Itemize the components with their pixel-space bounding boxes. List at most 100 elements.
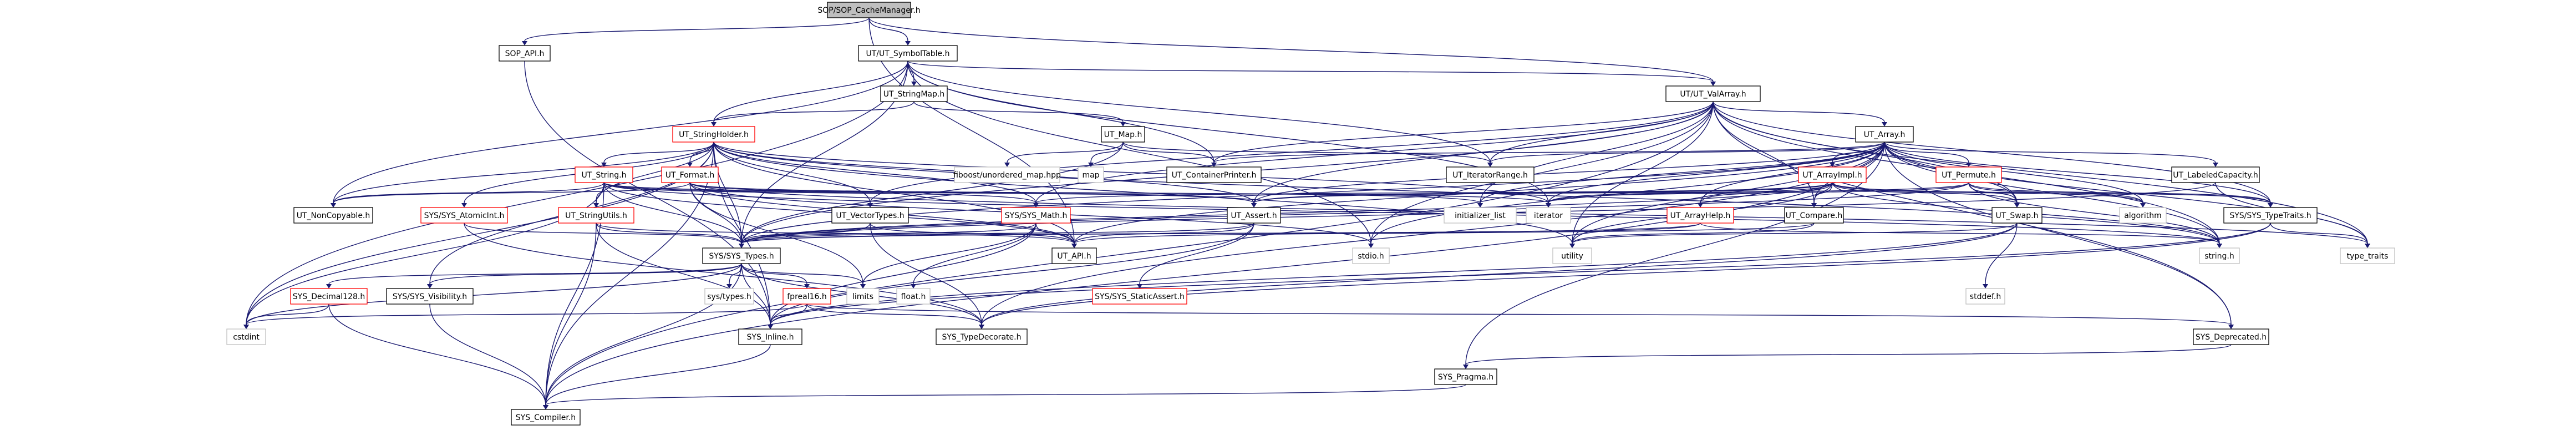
node-label: limits [852,292,873,301]
node-arrayhelp[interactable]: UT_ArrayHelp.h [1666,207,1734,224]
edge-utmap-to-iterrange [1122,141,1493,167]
node-swap[interactable]: UT_Swap.h [1991,207,2042,224]
node-sop_api[interactable]: SOP_API.h [499,45,551,62]
node-label: UT/UT_ValArray.h [1680,90,1746,99]
edge-inline-to-compiler [543,344,771,409]
node-systypes[interactable]: SYS/SYS_Types.h [702,247,781,264]
node-stdio: stdio.h [1352,247,1390,264]
node-utapi[interactable]: UT_API.h [1051,247,1097,264]
edge-strutils-to-compiler [543,222,597,409]
node-contprinter[interactable]: UT_ContainerPrinter.h [1166,166,1262,183]
edge-utarray-to-iterrange [1487,141,1885,167]
node-label: cstdint [233,333,260,342]
edge-root-to-symtab [868,17,911,45]
node-fpreal16[interactable]: fpreal16.h [783,288,831,305]
node-limits: limits [846,288,880,305]
node-permute[interactable]: UT_Permute.h [1935,166,2002,183]
node-symtab[interactable]: UT/UT_SymbolTable.h [858,45,958,62]
edge-arrayhelp-to-utapi [1071,222,1701,248]
node-label: UT_ArrayHelp.h [1670,211,1731,220]
node-utmap[interactable]: UT_Map.h [1101,126,1145,143]
node-label: iterator [1534,211,1563,220]
node-label: SYS/SYS_Types.h [709,252,774,261]
edge-systypes-to-limits [741,263,866,289]
edge-decimal128-to-cstdint [243,304,329,329]
edge-utformat-to-noncopy [331,182,690,208]
node-utility: utility [1552,247,1592,264]
node-typedecorate[interactable]: SYS_TypeDecorate.h [936,328,1028,345]
node-vectypes[interactable]: UT_VectorTypes.h [831,207,909,224]
node-staticassert[interactable]: SYS/SYS_StaticAssert.h [1092,288,1187,305]
node-label: SYS_Inline.h [747,333,794,342]
edge-atomicint-to-typedecorate [464,222,984,329]
node-utarray[interactable]: UT_Array.h [1855,126,1914,143]
edge-swap-to-inline [768,222,2018,329]
node-label: UT_StringUtils.h [565,211,627,220]
edge-systypes-to-decimal128 [326,263,742,289]
edge-systypes-to-compiler [543,263,742,409]
node-pragma[interactable]: SYS_Pragma.h [1434,368,1497,385]
node-deprecated[interactable]: SYS_Deprecated.h [2193,328,2269,345]
node-label: initializer_list [1455,211,1506,220]
edge-fpreal16-to-typedecorate [806,304,984,329]
edge-strholder-to-iterator [713,141,1551,208]
node-cstdint: cstdint [226,328,266,345]
node-strutils[interactable]: UT_StringUtils.h [558,207,634,224]
node-stringh: string.h [2199,247,2240,264]
node-decimal128[interactable]: SYS_Decimal128.h [290,288,368,305]
node-noncopy[interactable]: UT_NonCopyable.h [293,207,373,224]
node-strmap[interactable]: UT_StringMap.h [880,85,948,102]
edge-symtab-to-iterator [907,60,1551,208]
edge-utarray-to-labeledcap [1884,141,2218,167]
edge-symtab-to-contprinter [907,60,1217,167]
node-label: SOP/SOP_CacheManager.h [817,6,920,15]
node-utstring[interactable]: UT_String.h [575,166,633,183]
node-visibility[interactable]: SYS/SYS_Visibility.h [386,288,474,305]
node-labeledcap[interactable]: UT_LabeledCapacity.h [2171,166,2260,183]
node-label: fpreal16.h [787,292,826,301]
edge-compare-to-systypes [739,222,1815,248]
node-label: UT_NonCopyable.h [297,211,370,220]
node-label: SYS_Deprecated.h [2196,333,2267,342]
edge-valarray-to-contprinter [1211,101,1714,167]
node-sysmath[interactable]: SYS/SYS_Math.h [1001,207,1071,224]
node-label: UT_String.h [582,171,627,180]
node-assert[interactable]: UT_Assert.h [1227,207,1281,224]
node-label: map [1082,171,1099,180]
edge-strholder-to-utformat [687,141,714,167]
node-label: sys/types.h [707,292,751,301]
node-stddef: stddef.h [1965,288,2005,305]
node-compare[interactable]: UT_Compare.h [1784,207,1844,224]
node-typetraits_h[interactable]: SYS/SYS_TypeTraits.h [2223,207,2318,224]
node-atomicint[interactable]: SYS/SYS_AtomicInt.h [420,207,508,224]
node-label: SYS_Pragma.h [1438,373,1493,382]
node-label: UT_Compare.h [1786,211,1843,220]
node-utformat[interactable]: UT_Format.h [661,166,719,183]
node-fboost: fiboost/unordered_map.hpp [953,166,1061,183]
node-compiler[interactable]: SYS_Compiler.h [511,409,581,426]
edge-fpreal16-to-cstdint [243,304,807,329]
edge-swap-to-stddef [1983,222,2018,289]
edge-utformat-to-assert [689,182,1257,208]
node-valarray[interactable]: UT/UT_ValArray.h [1665,85,1761,102]
node-floath: float.h [896,288,931,305]
edge-permute-to-algorithm [1968,182,2146,208]
edge-strutils-to-systypes [596,222,744,248]
node-strholder[interactable]: UT_StringHolder.h [672,126,755,143]
node-label: stddef.h [1970,292,2001,301]
node-iterrange[interactable]: UT_IteratorRange.h [1446,166,1535,183]
edge-fpreal16-to-deprecated [806,304,2234,329]
node-inline[interactable]: SYS_Inline.h [738,328,802,345]
edge-symtab-to-stdio [907,60,1374,248]
node-root[interactable]: SOP/SOP_CacheManager.h [817,2,921,18]
edge-valarray-to-utarray [1713,101,1887,127]
node-label: utility [1561,252,1583,261]
node-label: string.h [2204,252,2234,261]
node-label: UT_Map.h [1104,130,1142,139]
edge-strmap-to-utmap [913,101,1126,127]
node-label: UT_VectorTypes.h [836,211,904,220]
node-arrayimpl[interactable]: UT_ArrayImpl.h [1798,166,1867,183]
edge-arrayhelp-to-stringh [1700,222,2222,248]
